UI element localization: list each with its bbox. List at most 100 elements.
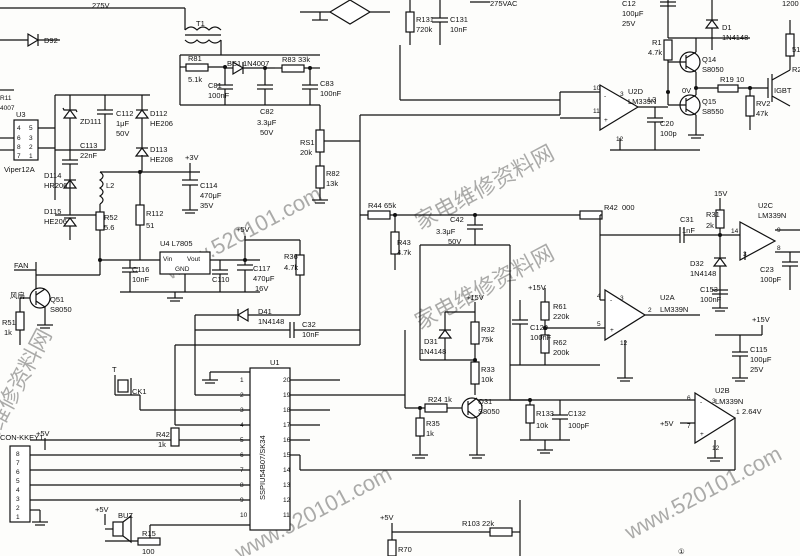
svg-text:11: 11 bbox=[283, 512, 290, 519]
label-r82-val: 13k bbox=[326, 179, 338, 188]
label-fan: FAN bbox=[14, 261, 29, 270]
label-r1-val: 4.7k bbox=[648, 48, 662, 57]
resistor-r112 bbox=[135, 204, 145, 226]
label-r70: R70 bbox=[398, 545, 412, 554]
label-u4-gnd: GND bbox=[175, 266, 190, 273]
label-page-mark: ① bbox=[678, 547, 685, 556]
svg-text:5: 5 bbox=[29, 125, 33, 132]
diode-d92 bbox=[27, 32, 40, 48]
label-d31: D31 bbox=[424, 337, 438, 346]
label-u4: U4 L7805 bbox=[160, 239, 193, 248]
label-c110: C110 bbox=[212, 275, 229, 284]
label-c153: C153 bbox=[700, 285, 718, 294]
resistor-r131 bbox=[405, 11, 415, 33]
label-d114: D114 bbox=[44, 171, 61, 180]
label-r133-val: 10k bbox=[536, 421, 548, 430]
label-q51-val: S8050 bbox=[50, 305, 72, 314]
svg-text:12: 12 bbox=[283, 497, 291, 504]
comparator-u2b-section: +15V C115 100μF 25V 6 7 - + 3 12 1 U2B L… bbox=[300, 315, 772, 471]
label-u4-vout: Vout bbox=[187, 256, 200, 263]
label-r82: R82 bbox=[326, 169, 340, 178]
label-r15-val: 100 bbox=[142, 547, 155, 556]
label-plus15v-b: +15V bbox=[528, 283, 546, 292]
resistor-r32 bbox=[470, 321, 480, 345]
label-r103-val: 22k bbox=[482, 519, 494, 528]
label-r35-val: 1k bbox=[426, 429, 434, 438]
resistor-r52 bbox=[95, 211, 105, 231]
svg-text:10: 10 bbox=[240, 512, 248, 519]
label-u2c: U2C bbox=[758, 201, 774, 210]
label-r35: R35 bbox=[426, 419, 440, 428]
resistor-r44 bbox=[367, 210, 391, 220]
label-bs1-val: 1N4007 bbox=[243, 59, 269, 68]
label-c20: C20 bbox=[660, 119, 674, 128]
label-c112-v: 50V bbox=[116, 129, 129, 138]
label-d1: D1 bbox=[722, 23, 732, 32]
igbt-driver-section: 1200 C12 100μF 25V D1 1N4148 R1 4.7k Q14… bbox=[622, 0, 800, 139]
svg-text:13: 13 bbox=[283, 482, 291, 489]
label-c115-v: 25V bbox=[750, 365, 763, 374]
svg-text:4: 4 bbox=[16, 487, 20, 494]
label-r33: R33 bbox=[481, 365, 495, 374]
svg-text:12: 12 bbox=[620, 340, 628, 347]
label-r51-val: 1k bbox=[4, 328, 12, 337]
label-plus15v-c: +15V bbox=[752, 315, 770, 324]
svg-text:2: 2 bbox=[648, 307, 652, 314]
label-zd111: ZD111 bbox=[80, 117, 101, 126]
label-igbt: IGBT bbox=[774, 86, 792, 95]
svg-text:1: 1 bbox=[240, 377, 244, 384]
label-r62-val: 200k bbox=[553, 348, 570, 357]
label-d41: D41 bbox=[258, 307, 272, 316]
svg-text:6: 6 bbox=[16, 469, 20, 476]
label-c113: C113 bbox=[80, 141, 97, 150]
label-d31-val: 1N4148 bbox=[420, 347, 446, 356]
label-c23: C23 bbox=[760, 265, 774, 274]
d41-c32: D41 1N4148 C32 10nF bbox=[194, 290, 360, 339]
ac-input-section: 275V D92 275VAC bbox=[0, 0, 518, 48]
diode-d31 bbox=[437, 329, 453, 339]
label-ck1: CK1 bbox=[132, 387, 147, 396]
svg-text:10: 10 bbox=[593, 85, 601, 92]
label-plus3v: +3V bbox=[185, 153, 199, 162]
svg-text:16: 16 bbox=[283, 437, 291, 444]
label-u1: U1 bbox=[270, 358, 280, 367]
label-c42-val: 3.3μF bbox=[436, 227, 456, 236]
label-r36-val: 4.7k bbox=[284, 263, 298, 272]
svg-text:-: - bbox=[700, 399, 702, 406]
keypad-connector: CON-KKEY1 +5V 8 7 6 5 4 3 2 1 bbox=[0, 429, 50, 526]
resistor-r82 bbox=[315, 165, 325, 189]
svg-text:7: 7 bbox=[687, 423, 691, 430]
label-d32-val: 1N4148 bbox=[690, 269, 716, 278]
label-rv2: RV2 bbox=[756, 99, 770, 108]
crystal-ck1-body bbox=[117, 379, 129, 393]
label-l2: L2 bbox=[106, 181, 114, 190]
diode-d1 bbox=[704, 19, 720, 29]
label-c115-val: 100μF bbox=[750, 355, 772, 364]
label-c82-v: 50V bbox=[260, 128, 273, 137]
svg-text:17: 17 bbox=[283, 422, 291, 429]
svg-text:1: 1 bbox=[16, 514, 20, 521]
svg-text:3: 3 bbox=[712, 398, 716, 405]
label-c132-val: 100pF bbox=[568, 421, 590, 430]
label-r112: R112 bbox=[146, 209, 163, 218]
svg-text:8: 8 bbox=[16, 451, 20, 458]
label-c116: C116 bbox=[132, 265, 149, 274]
label-u2d-top-val: LM339N bbox=[628, 97, 656, 106]
svg-text:+: + bbox=[700, 431, 704, 438]
label-c114-val: 470μF bbox=[200, 191, 222, 200]
label-r83: R83 bbox=[282, 55, 296, 64]
viper-aux-network: ZD111 C112 1μF 50V D112 HE206 C113 22nF … bbox=[54, 94, 200, 200]
svg-text:1: 1 bbox=[736, 409, 740, 416]
label-r81-val: 5.1k bbox=[188, 75, 202, 84]
label-buz: BUZ bbox=[118, 511, 133, 520]
signal-rails bbox=[330, 45, 600, 260]
label-c153-val: 100nF bbox=[700, 295, 722, 304]
label-rv2-val: 47k bbox=[756, 109, 768, 118]
label-r19: R19 bbox=[720, 75, 734, 84]
resistor-r24 bbox=[424, 403, 448, 413]
opamp-u2d-top bbox=[599, 83, 640, 132]
label-c82: C82 bbox=[260, 107, 274, 116]
svg-text:11: 11 bbox=[593, 108, 600, 115]
label-c83-val: 100nF bbox=[320, 89, 342, 98]
svg-text:20: 20 bbox=[283, 377, 291, 384]
